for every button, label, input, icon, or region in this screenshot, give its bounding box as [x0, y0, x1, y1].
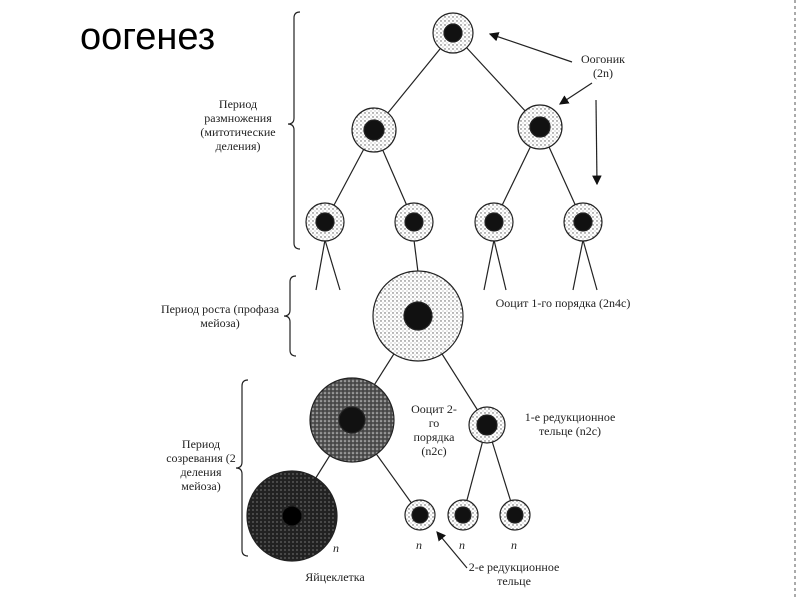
ploidy-label: n	[333, 541, 339, 555]
ploidy-label: n	[511, 538, 517, 552]
cells	[246, 12, 603, 562]
oogonium-cell	[474, 202, 514, 242]
label-reproduction-period: Период размножения (митотические деления…	[200, 97, 276, 153]
ploidy-label: n	[459, 538, 465, 552]
oogonium-cell	[351, 107, 397, 153]
oogonium-cell	[432, 12, 474, 54]
period-brackets	[235, 11, 301, 557]
slide-title: оогенез	[80, 16, 216, 58]
label-primary-oocyte: Ооцит 1-го порядка (2n4c)	[495, 296, 631, 310]
secondary-oocyte-cell	[309, 377, 395, 463]
second-polar-body	[404, 499, 436, 531]
label-egg: Яйцеклетка	[305, 570, 365, 584]
label-maturation-period: Период созревания (2 деления мейоза)	[166, 437, 236, 493]
oogonium-cell	[563, 202, 603, 242]
oogonium-cell	[517, 104, 563, 150]
label-secondary-oocyte: Ооцит 2-го порядка (n2c)	[411, 402, 457, 458]
oogonium-cell	[305, 202, 345, 242]
egg-cell	[246, 470, 338, 562]
label-oogonia: Оогоник (2n)	[581, 52, 625, 80]
oogonium-cell	[394, 202, 434, 242]
arrows	[436, 32, 602, 569]
primary-oocyte-cell	[372, 270, 464, 362]
polar-body	[447, 499, 479, 531]
ploidy-label: n	[416, 538, 422, 552]
polar-body	[499, 499, 531, 531]
label-first-polar-body: 1-е редукционное тельце (n2c)	[524, 410, 616, 438]
first-polar-body	[468, 406, 506, 444]
label-second-polar-body: 2-е редукционное тельце	[468, 560, 560, 588]
label-growth-period: Период роста (профаза мейоза)	[160, 302, 280, 330]
